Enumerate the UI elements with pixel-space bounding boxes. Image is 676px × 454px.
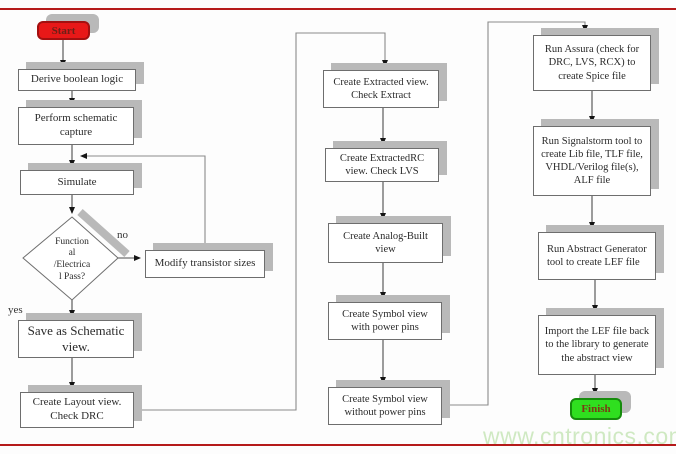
decision-line: /Electrica xyxy=(53,260,91,270)
flow-box-run-assura: Run Assura (check for DRC, LVS, RCX) to … xyxy=(533,35,651,91)
flow-box-modify-transistor-sizes: Modify transistor sizes xyxy=(145,250,265,278)
decision-line: l Pass? xyxy=(58,271,86,282)
edge-symbolwithout-to-assura-loop xyxy=(442,21,588,406)
flow-box-perform-schematic-capture: Perform schematic capture xyxy=(18,107,134,145)
flow-box-create-layout-view-check-drc: Create Layout view. Check DRC xyxy=(20,392,134,428)
flow-box-create-symbol-view-without-power-pins: Create Symbol view without power pins xyxy=(328,387,442,425)
decision-line: Function xyxy=(55,236,89,247)
decision-shadow xyxy=(77,209,130,257)
top-divider-line xyxy=(0,8,676,10)
flow-box-simulate: Simulate xyxy=(20,170,134,195)
flow-box-create-symbol-view-with-power-pins: Create Symbol view with power pins xyxy=(328,302,442,340)
flow-box-import-lef-file: Import the LEF file back to the library … xyxy=(538,315,656,375)
edge-layout-to-extracted-loop xyxy=(134,32,388,411)
finish-node: Finish xyxy=(570,398,622,420)
edge-label-yes: yes xyxy=(8,304,23,316)
flow-box-derive-boolean-logic: Derive boolean logic xyxy=(18,69,136,91)
start-node: Start xyxy=(37,21,90,40)
edge-label-no: no xyxy=(117,229,128,241)
site-watermark: www.cntronics.com xyxy=(483,423,676,449)
flow-box-run-abstract-generator: Run Abstract Generator tool to create LE… xyxy=(538,232,656,280)
flow-box-run-signalstorm: Run Signalstorm tool to create Lib file,… xyxy=(533,126,651,196)
bottom-divider-line xyxy=(0,444,676,446)
flow-box-create-extractedrc-view-check-lvs: Create ExtractedRC view. Check LVS xyxy=(325,148,439,182)
flow-box-save-as-schematic-view: Save as Schematic view. xyxy=(18,320,134,358)
flow-box-create-analog-built-view: Create Analog-Built view xyxy=(328,223,443,263)
flow-decision-functional-electrical-pass: Function al /Electrica l Pass? xyxy=(42,228,102,292)
decision-line: al xyxy=(68,248,76,259)
edge-modify-feedback-loop xyxy=(80,153,206,250)
flow-box-create-extracted-view-check-extract: Create Extracted view. Check Extract xyxy=(323,70,439,108)
